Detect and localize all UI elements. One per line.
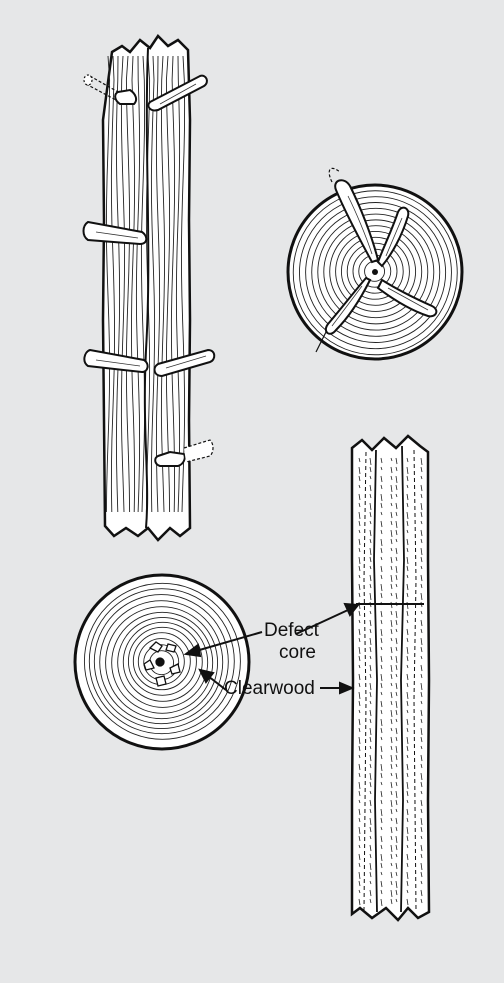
defect-core-label: Defect core <box>264 620 319 664</box>
log-defect-core <box>352 436 429 920</box>
cross-section-with-knots <box>288 168 462 359</box>
clearwood-label: Clearwood <box>224 678 315 700</box>
log-defect-core-outline <box>352 436 429 920</box>
cross-section-defect-core <box>75 575 249 749</box>
defect-core-label-line1: Defect <box>264 620 319 642</box>
log-with-knots <box>84 36 215 540</box>
defect-core-label-line2: core <box>264 642 319 664</box>
pith <box>372 269 378 275</box>
